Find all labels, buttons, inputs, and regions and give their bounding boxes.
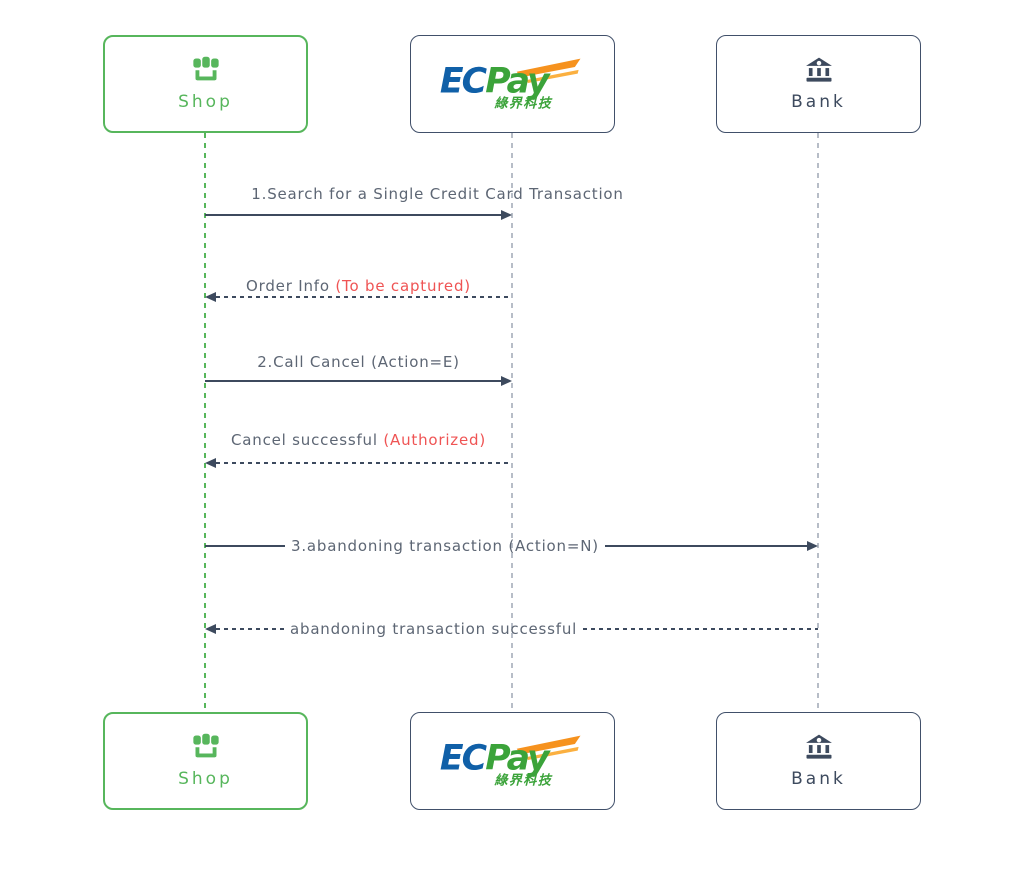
svg-text:ECPay: ECPay xyxy=(439,738,550,778)
message-6-label: abandoning transaction successful xyxy=(290,620,578,638)
message-6: abandoning transaction successful xyxy=(205,618,818,640)
svg-text:ECPay: ECPay xyxy=(439,61,550,101)
message-5-label: 3.abandoning transaction (Action=N) xyxy=(291,537,599,555)
message-6-line-right xyxy=(583,628,818,630)
message-2-label: Order Info (To be captured) xyxy=(246,277,471,295)
actor-shop-label: Shop xyxy=(178,92,233,112)
bank-icon xyxy=(805,57,833,87)
message-2-annotation: (To be captured) xyxy=(335,277,471,295)
storefront-icon xyxy=(191,56,221,87)
message-3-line xyxy=(205,380,501,382)
ecpay-logo-pay: Pay xyxy=(485,738,551,778)
ecpay-lifeline xyxy=(511,133,513,712)
actor-bank-label: Bank xyxy=(791,91,846,112)
message-5-line-right xyxy=(604,545,807,547)
actor-shop-label: Shop xyxy=(178,769,233,789)
message-5-line-left xyxy=(205,545,285,547)
message-6-line-left xyxy=(216,628,284,630)
ecpay-logo-ec: EC xyxy=(439,61,487,101)
ecpay-logo-pay: Pay xyxy=(485,61,551,101)
message-2-arrowhead xyxy=(205,292,216,302)
message-2-line xyxy=(216,296,512,298)
actor-bank-label: Bank xyxy=(791,768,846,789)
shop-lifeline xyxy=(204,133,206,712)
ecpay-logo-subtext: 綠界科技 xyxy=(494,772,553,788)
message-5-arrowhead xyxy=(807,541,818,551)
message-6-arrowhead xyxy=(205,624,216,634)
message-4-arrowhead xyxy=(205,458,216,468)
actor-bank-top: Bank xyxy=(716,35,921,133)
message-3-arrowhead xyxy=(501,376,512,386)
message-3-label: 2.Call Cancel (Action=E) xyxy=(257,353,460,371)
message-1-label: 1.Search for a Single Credit Card Transa… xyxy=(251,185,624,203)
actor-ecpay-top: ECPay 綠界科技 xyxy=(410,35,615,133)
bank-lifeline xyxy=(817,133,819,712)
actor-shop-bottom: Shop xyxy=(103,712,308,810)
message-1-line xyxy=(205,214,501,216)
message-4-label: Cancel successful (Authorized) xyxy=(231,431,486,449)
ecpay-logo: ECPay 綠界科技 xyxy=(438,728,588,794)
message-1-arrowhead xyxy=(501,210,512,220)
ecpay-logo-subtext: 綠界科技 xyxy=(494,95,553,111)
message-4-annotation: (Authorized) xyxy=(383,431,486,449)
message-5: 3.abandoning transaction (Action=N) xyxy=(205,535,818,557)
actor-ecpay-bottom: ECPay 綠界科技 xyxy=(410,712,615,810)
storefront-icon xyxy=(191,733,221,764)
actor-bank-bottom: Bank xyxy=(716,712,921,810)
actor-shop-top: Shop xyxy=(103,35,308,133)
ecpay-logo: ECPay 綠界科技 xyxy=(438,51,588,117)
message-4-line xyxy=(216,462,512,464)
bank-icon xyxy=(805,734,833,764)
ecpay-logo-ec: EC xyxy=(439,738,487,778)
